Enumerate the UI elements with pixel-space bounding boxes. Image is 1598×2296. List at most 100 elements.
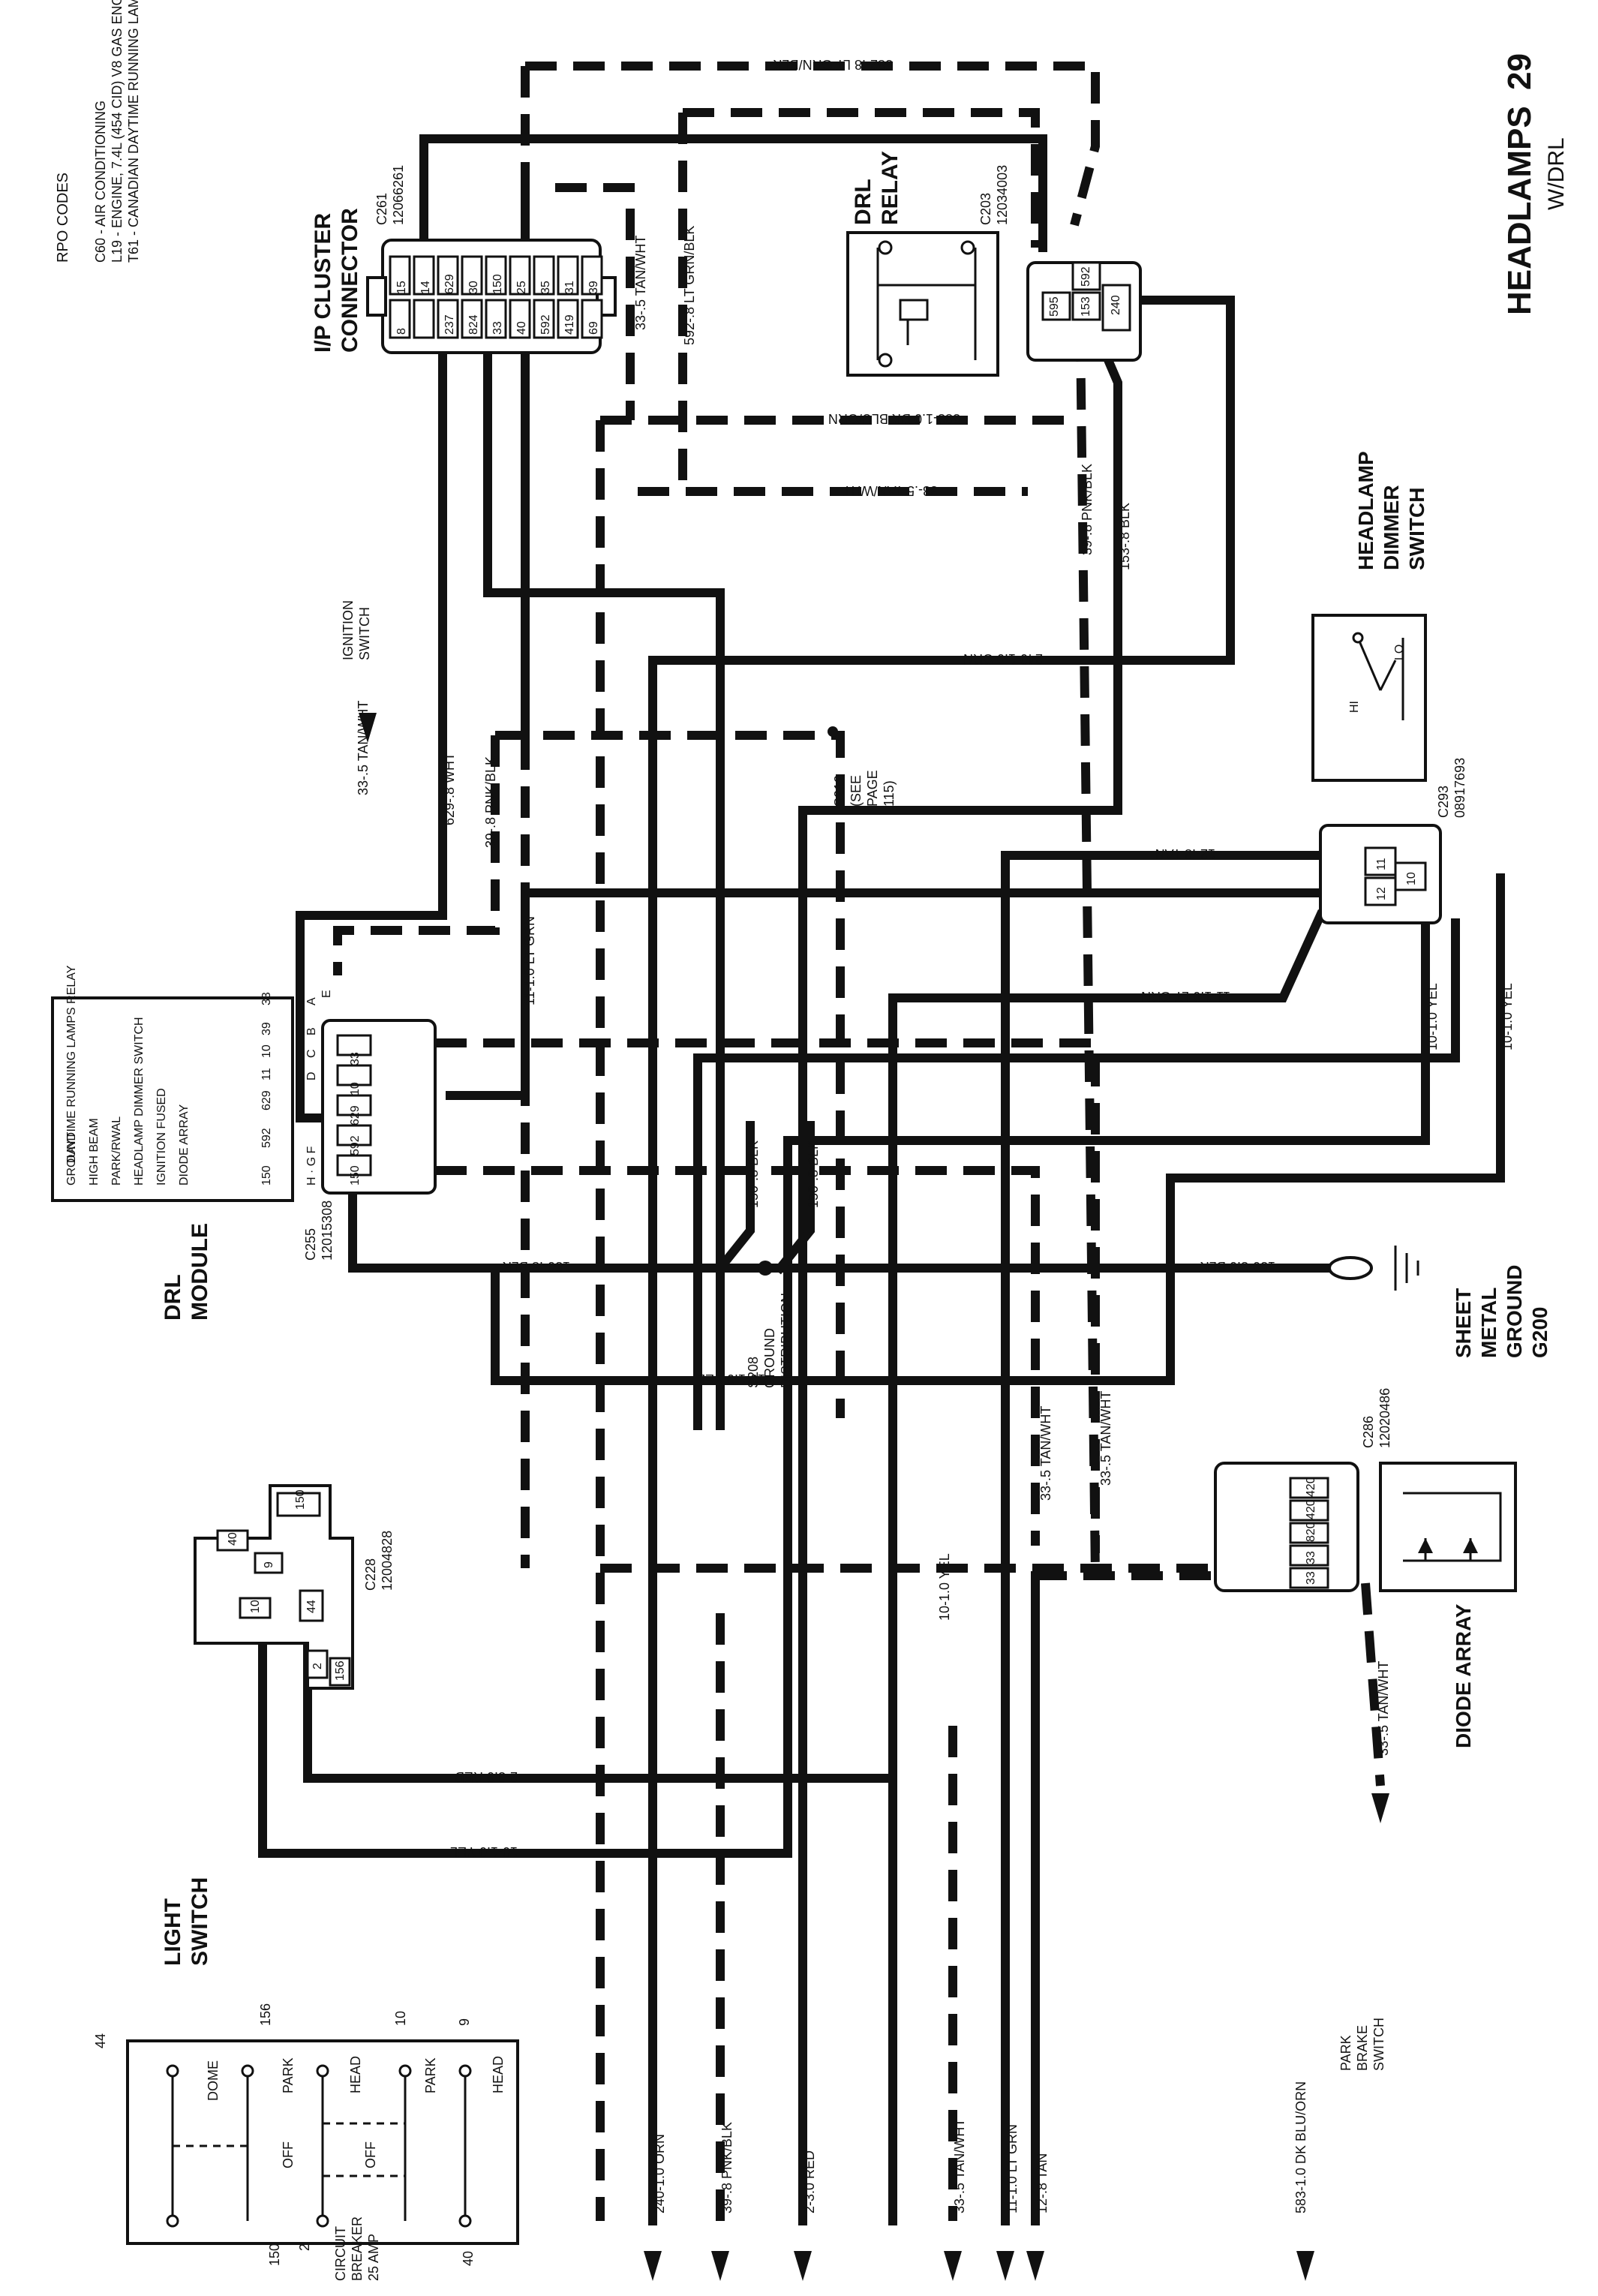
schematic-label: OFF [363, 2141, 378, 2168]
relay-cavity: 592 [1080, 266, 1092, 287]
drl-pin-label: DAYTIME RUNNING LAMPS RELAY [65, 965, 78, 1163]
connector-part: 12066261 [391, 165, 406, 225]
arrow-down-icon [359, 713, 377, 743]
connector-part: 12004828 [380, 1531, 395, 1591]
relay-cavity: 240 [1110, 295, 1122, 315]
wire-label: 240-1.0 ORN [963, 651, 1043, 666]
schematic-pin: 44 [93, 2033, 108, 2048]
wire-label: 33-.5 TAN/WHT [1098, 1391, 1113, 1486]
wire-label: 150-3.0 BLK [1200, 1259, 1275, 1274]
diode-cavity: 33 [1305, 1551, 1317, 1564]
cavity-label: 30 [467, 281, 480, 294]
rpo-codes: RPO CODES C60 - AIR CONDITIONING L19 - E… [55, 0, 141, 263]
diode-cavity: 820 [1305, 1522, 1317, 1542]
light-switch-connector: 150 40 9 10 44 2 156 C228 12004828 LIGHT… [161, 1484, 395, 1966]
connector-part: 12015308 [320, 1201, 335, 1261]
cavity-label: 39 [587, 281, 600, 294]
wire-label: 582-.8 LT GRN/BLK [773, 57, 893, 72]
schematic-label: PARK [423, 2057, 438, 2093]
relay-cavity: 595 [1048, 296, 1061, 317]
cavity-label: 25 [515, 281, 528, 294]
rpo-line: L19 - ENGINE, 7.4L (454 CID) V8 GAS ENGI… [110, 0, 125, 263]
drl-pin-num: 11 [260, 1068, 273, 1080]
connector-code: C293 [1436, 786, 1451, 818]
arrow-down-icon [944, 2251, 962, 2281]
cavity-label: 31 [563, 281, 576, 294]
arrow-down-icon [1296, 2251, 1314, 2281]
arrow-down-icon [794, 2251, 812, 2281]
dimmer-cavity: 11 [1375, 858, 1388, 870]
headlamp-dimmer-switch: HI LO HEADLAMP DIMMER SWITCH 11 12 10 C2… [1311, 451, 1467, 924]
drl-relay-title: RELAY [878, 151, 903, 225]
switch-cavity: 40 [227, 1532, 239, 1546]
drl-pin-num: 10 [260, 1044, 273, 1058]
relay-cavity: 153 [1080, 296, 1092, 317]
drl-cavity: 150 [349, 1165, 362, 1186]
ip-cluster-connector: 15 14 629 30 150 25 35 31 39 8 237 824 3… [311, 165, 617, 354]
ground-title: SHEET [1452, 1288, 1475, 1358]
wire-label: 153-.8 BLK [1117, 503, 1132, 570]
drl-pin-num: 33 [260, 992, 273, 1005]
cavity-label: 824 [467, 314, 480, 335]
drl-pin-label: PARK/RWAL [110, 1116, 123, 1186]
bottom-wire-label: 240-1.0 ORN [652, 2134, 667, 2213]
arrow-down-icon [1371, 1793, 1389, 1823]
wire-label: 39-.8 PNK/BLK [1080, 464, 1095, 555]
light-switch-title: LIGHT [161, 1898, 185, 1966]
drl-pin-letter: E [320, 990, 333, 998]
drl-module: GROUND DAYTIME RUNNING LAMPS RELAY HIGH … [51, 965, 437, 1321]
bottom-wire-label: 583-1.0 DK BLU/ORN [1293, 2081, 1308, 2213]
bottom-wire-label: 11-1.0 LT GRN [1005, 2124, 1020, 2213]
wire-label: 10-1.0 YEL [698, 1372, 765, 1387]
wire-label: 33-.5 TAN/WHT [1376, 1661, 1391, 1756]
schematic-pin: 10 [393, 2011, 408, 2026]
cavity-label: 40 [515, 321, 528, 335]
wire-label: 150-.8 BLK [806, 1140, 821, 1208]
drl-pin-letter: D [305, 1071, 318, 1080]
dimmer-cavity: 12 [1375, 887, 1388, 900]
switch-cavity: 9 [263, 1561, 275, 1568]
connector-part: 12034003 [995, 165, 1010, 225]
drl-pin-label: DIODE ARRAY [178, 1104, 191, 1186]
wire-label: 33-.5 TAN/WHT [633, 236, 648, 330]
bottom-wire-label: 39-.8 PNK/BLK [719, 2122, 734, 2213]
ignition-label: SWITCH [357, 607, 372, 660]
bottom-wire-label: 2-3.0 RED [802, 2150, 817, 2213]
page-number: 29 [1501, 53, 1538, 90]
cavity-label: 69 [587, 321, 600, 335]
dimmer-hi: HI [1348, 701, 1361, 713]
wire-labels: 582-.8 LT GRN/BLK 592-.8 LT GRN/BLK 33-.… [356, 57, 1515, 1859]
schematic-label: HEAD [348, 2056, 363, 2093]
cavity-label: 237 [443, 314, 456, 335]
s212-label: 115) [882, 780, 897, 807]
diode-cavity: 33 [1305, 1571, 1317, 1585]
connector-code: C286 [1361, 1416, 1376, 1448]
schematic-label: PARK [281, 2057, 296, 2093]
cavity-label: 629 [443, 274, 456, 294]
drl-pin-letter: A [305, 997, 318, 1005]
light-switch-schematic: DOME PARK HEAD OFF PARK OFF HEAD 44 156 … [93, 2003, 519, 2281]
cavity-label: 35 [539, 281, 552, 294]
s208-code: S208 [746, 1357, 761, 1388]
dimmer-cavity: 10 [1405, 872, 1418, 885]
wire-label: 629-.8 WHT [442, 753, 457, 825]
wire-label: 150-.8 BLK [503, 1259, 570, 1274]
ground-title: G200 [1528, 1307, 1551, 1359]
wire-label: 10-1.0 YEL [1425, 983, 1440, 1050]
park-brake-label: PARK BRAKE SWITCH [1338, 2018, 1386, 2071]
drl-pin-num: 592 [260, 1128, 273, 1148]
drl-pin-num: 150 [260, 1165, 273, 1186]
diode-array: 420 420 820 33 33 DIODE ARRAY C286 12020… [1214, 1388, 1517, 1748]
connector-part: 12020486 [1377, 1388, 1392, 1448]
cavity-label: 14 [419, 281, 432, 294]
schematic-pin: 40 [461, 2251, 476, 2266]
wire-label: 10-1.0 YEL [937, 1553, 952, 1621]
page-title-group: HEADLAMPS 29 W/DRL [1501, 53, 1569, 315]
ignition-label: IGNITION [341, 600, 356, 660]
schematic-label: OFF [281, 2141, 296, 2168]
dimmer-title: HEADLAMP [1354, 451, 1377, 570]
breaker-label: 25 AMP [366, 2234, 381, 2281]
drl-cavity: 592 [349, 1135, 362, 1156]
